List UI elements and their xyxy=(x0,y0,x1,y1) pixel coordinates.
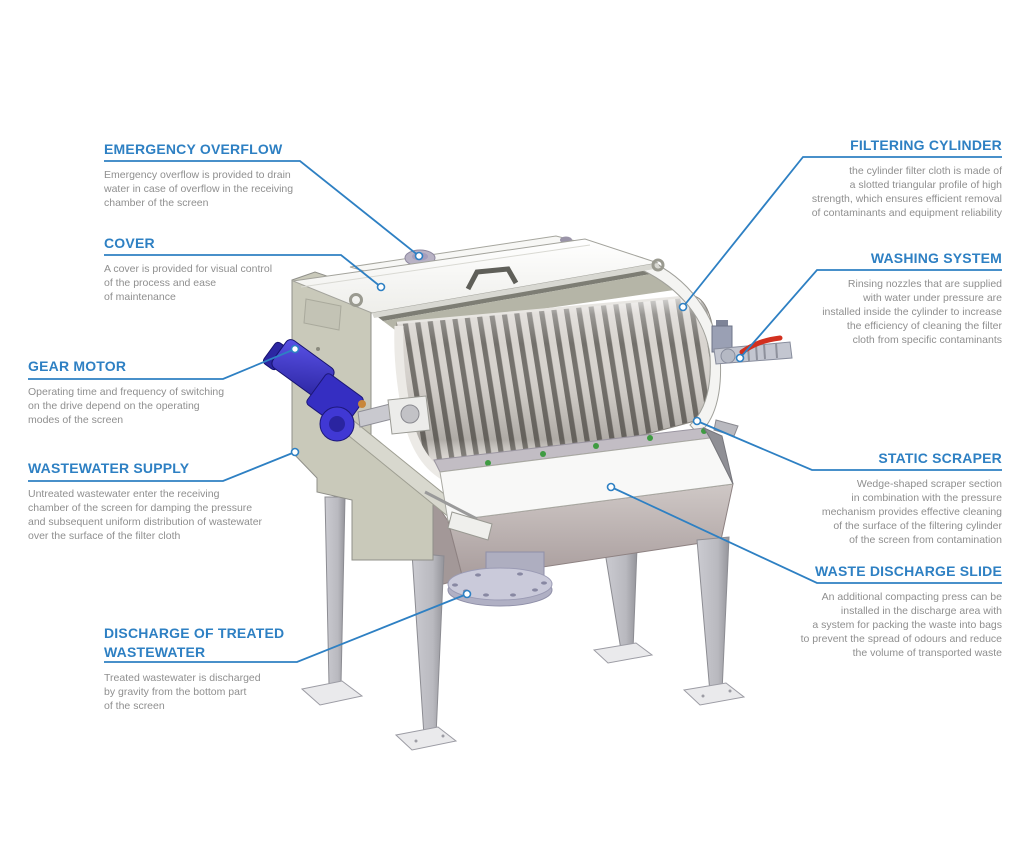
callout-title: GEAR MOTOR xyxy=(28,358,127,374)
callout-static-scraper: STATIC SCRAPER Wedge-shaped scraper sect… xyxy=(702,449,1002,547)
discharge-flange xyxy=(447,551,553,607)
callout-description: A cover is provided for visual control o… xyxy=(104,263,273,303)
leader-filtering-cylinder xyxy=(682,156,1002,308)
cover-panel xyxy=(291,238,665,318)
callout-description: Treated wastewater is discharged by grav… xyxy=(104,672,261,712)
valve-red-handle xyxy=(739,335,783,355)
callout-filtering-cylinder: FILTERING CYLINDER the cylinder filter c… xyxy=(702,136,1002,220)
callout-washing-system: WASHING SYSTEM Rinsing nozzles that are … xyxy=(702,249,1002,347)
leader-washing-system xyxy=(739,269,1002,359)
leader-cover xyxy=(104,254,382,288)
rear-legs xyxy=(300,496,654,706)
callout-description: Operating time and frequency of switchin… xyxy=(28,386,225,426)
washing-valve xyxy=(711,320,793,365)
callout-description: Rinsing nozzles that are supplied with w… xyxy=(822,278,1002,346)
callout-emergency-overflow: EMERGENCY OVERFLOW Emergency overflow is… xyxy=(104,140,334,210)
leader-gear-motor xyxy=(28,348,296,380)
leader-static-scraper xyxy=(696,420,1002,471)
leader-wastewater-supply xyxy=(28,451,296,482)
callout-title: WASTEWATER SUPPLY xyxy=(28,460,190,476)
leader-markers xyxy=(290,251,745,599)
cover-handle xyxy=(465,266,519,291)
filtering-cylinder-drum xyxy=(394,294,716,483)
callout-waste-discharge-slide: WASTE DISCHARGE SLIDE An additional comp… xyxy=(702,562,1002,660)
callout-description: Untreated wastewater enter the receiving… xyxy=(28,488,263,542)
callout-title: WASHING SYSTEM xyxy=(870,250,1002,266)
callout-description: An additional compacting press can be in… xyxy=(800,591,1002,659)
callout-discharge-treated-wastewater: DISCHARGE OF TREATED WASTEWATER Treated … xyxy=(104,624,334,713)
callout-title: FILTERING CYLINDER xyxy=(850,137,1002,153)
callout-title: EMERGENCY OVERFLOW xyxy=(104,141,283,157)
callout-gear-motor: GEAR MOTOR Operating time and frequency … xyxy=(28,357,278,427)
leader-emergency-overflow xyxy=(104,160,420,257)
static-scraper-and-slide xyxy=(424,419,739,541)
callout-description: the cylinder filter cloth is made of a s… xyxy=(811,165,1002,219)
callout-title: STATIC SCRAPER xyxy=(878,450,1002,466)
lifting-eye-right xyxy=(651,258,665,272)
callout-cover: COVER A cover is provided for visual con… xyxy=(104,234,334,304)
callout-description: Emergency overflow is provided to drain … xyxy=(104,169,294,209)
callout-title: WASTE DISCHARGE SLIDE xyxy=(815,563,1002,579)
callout-description: Wedge-shaped scraper section in combinat… xyxy=(821,478,1002,546)
lifting-eye-left xyxy=(349,293,363,307)
callout-wastewater-supply: WASTEWATER SUPPLY Untreated wastewater e… xyxy=(28,459,288,543)
inner-back-wall xyxy=(383,271,688,330)
callout-title: COVER xyxy=(104,235,155,251)
leader-discharge xyxy=(104,593,468,663)
callout-title: DISCHARGE OF TREATED WASTEWATER xyxy=(104,625,285,660)
leader-lines xyxy=(28,156,1002,663)
leader-waste-discharge-slide xyxy=(610,486,1002,584)
